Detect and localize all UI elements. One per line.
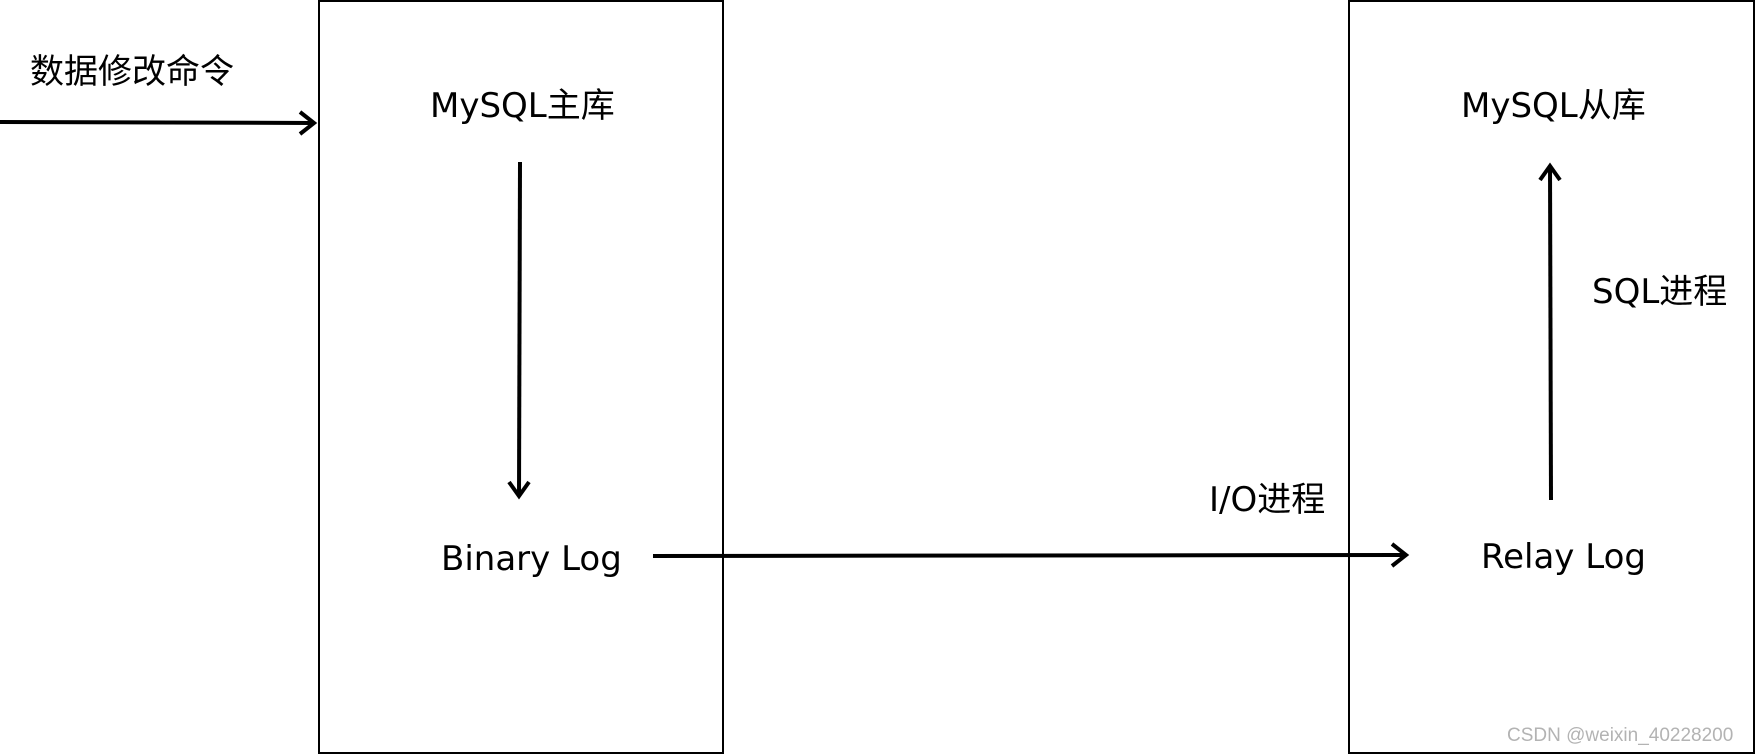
mysql-slave-label: MySQL从库 — [1461, 86, 1646, 126]
sql-thread-label: SQL进程 — [1592, 272, 1728, 312]
master-box — [318, 0, 724, 754]
io-thread-arrow — [652, 542, 1410, 568]
slave-box — [1348, 0, 1755, 754]
relay-log-label: Relay Log — [1481, 537, 1646, 577]
watermark: CSDN @weixin_40228200 — [1507, 725, 1734, 746]
input-arrow — [0, 110, 318, 136]
io-thread-label: I/O进程 — [1209, 480, 1326, 520]
data-modify-command-label: 数据修改命令 — [30, 52, 234, 92]
sql-thread-arrow — [1538, 162, 1562, 501]
binary-log-label: Binary Log — [441, 539, 622, 579]
master-to-binlog-arrow — [507, 161, 531, 500]
mysql-master-label: MySQL主库 — [430, 86, 615, 126]
